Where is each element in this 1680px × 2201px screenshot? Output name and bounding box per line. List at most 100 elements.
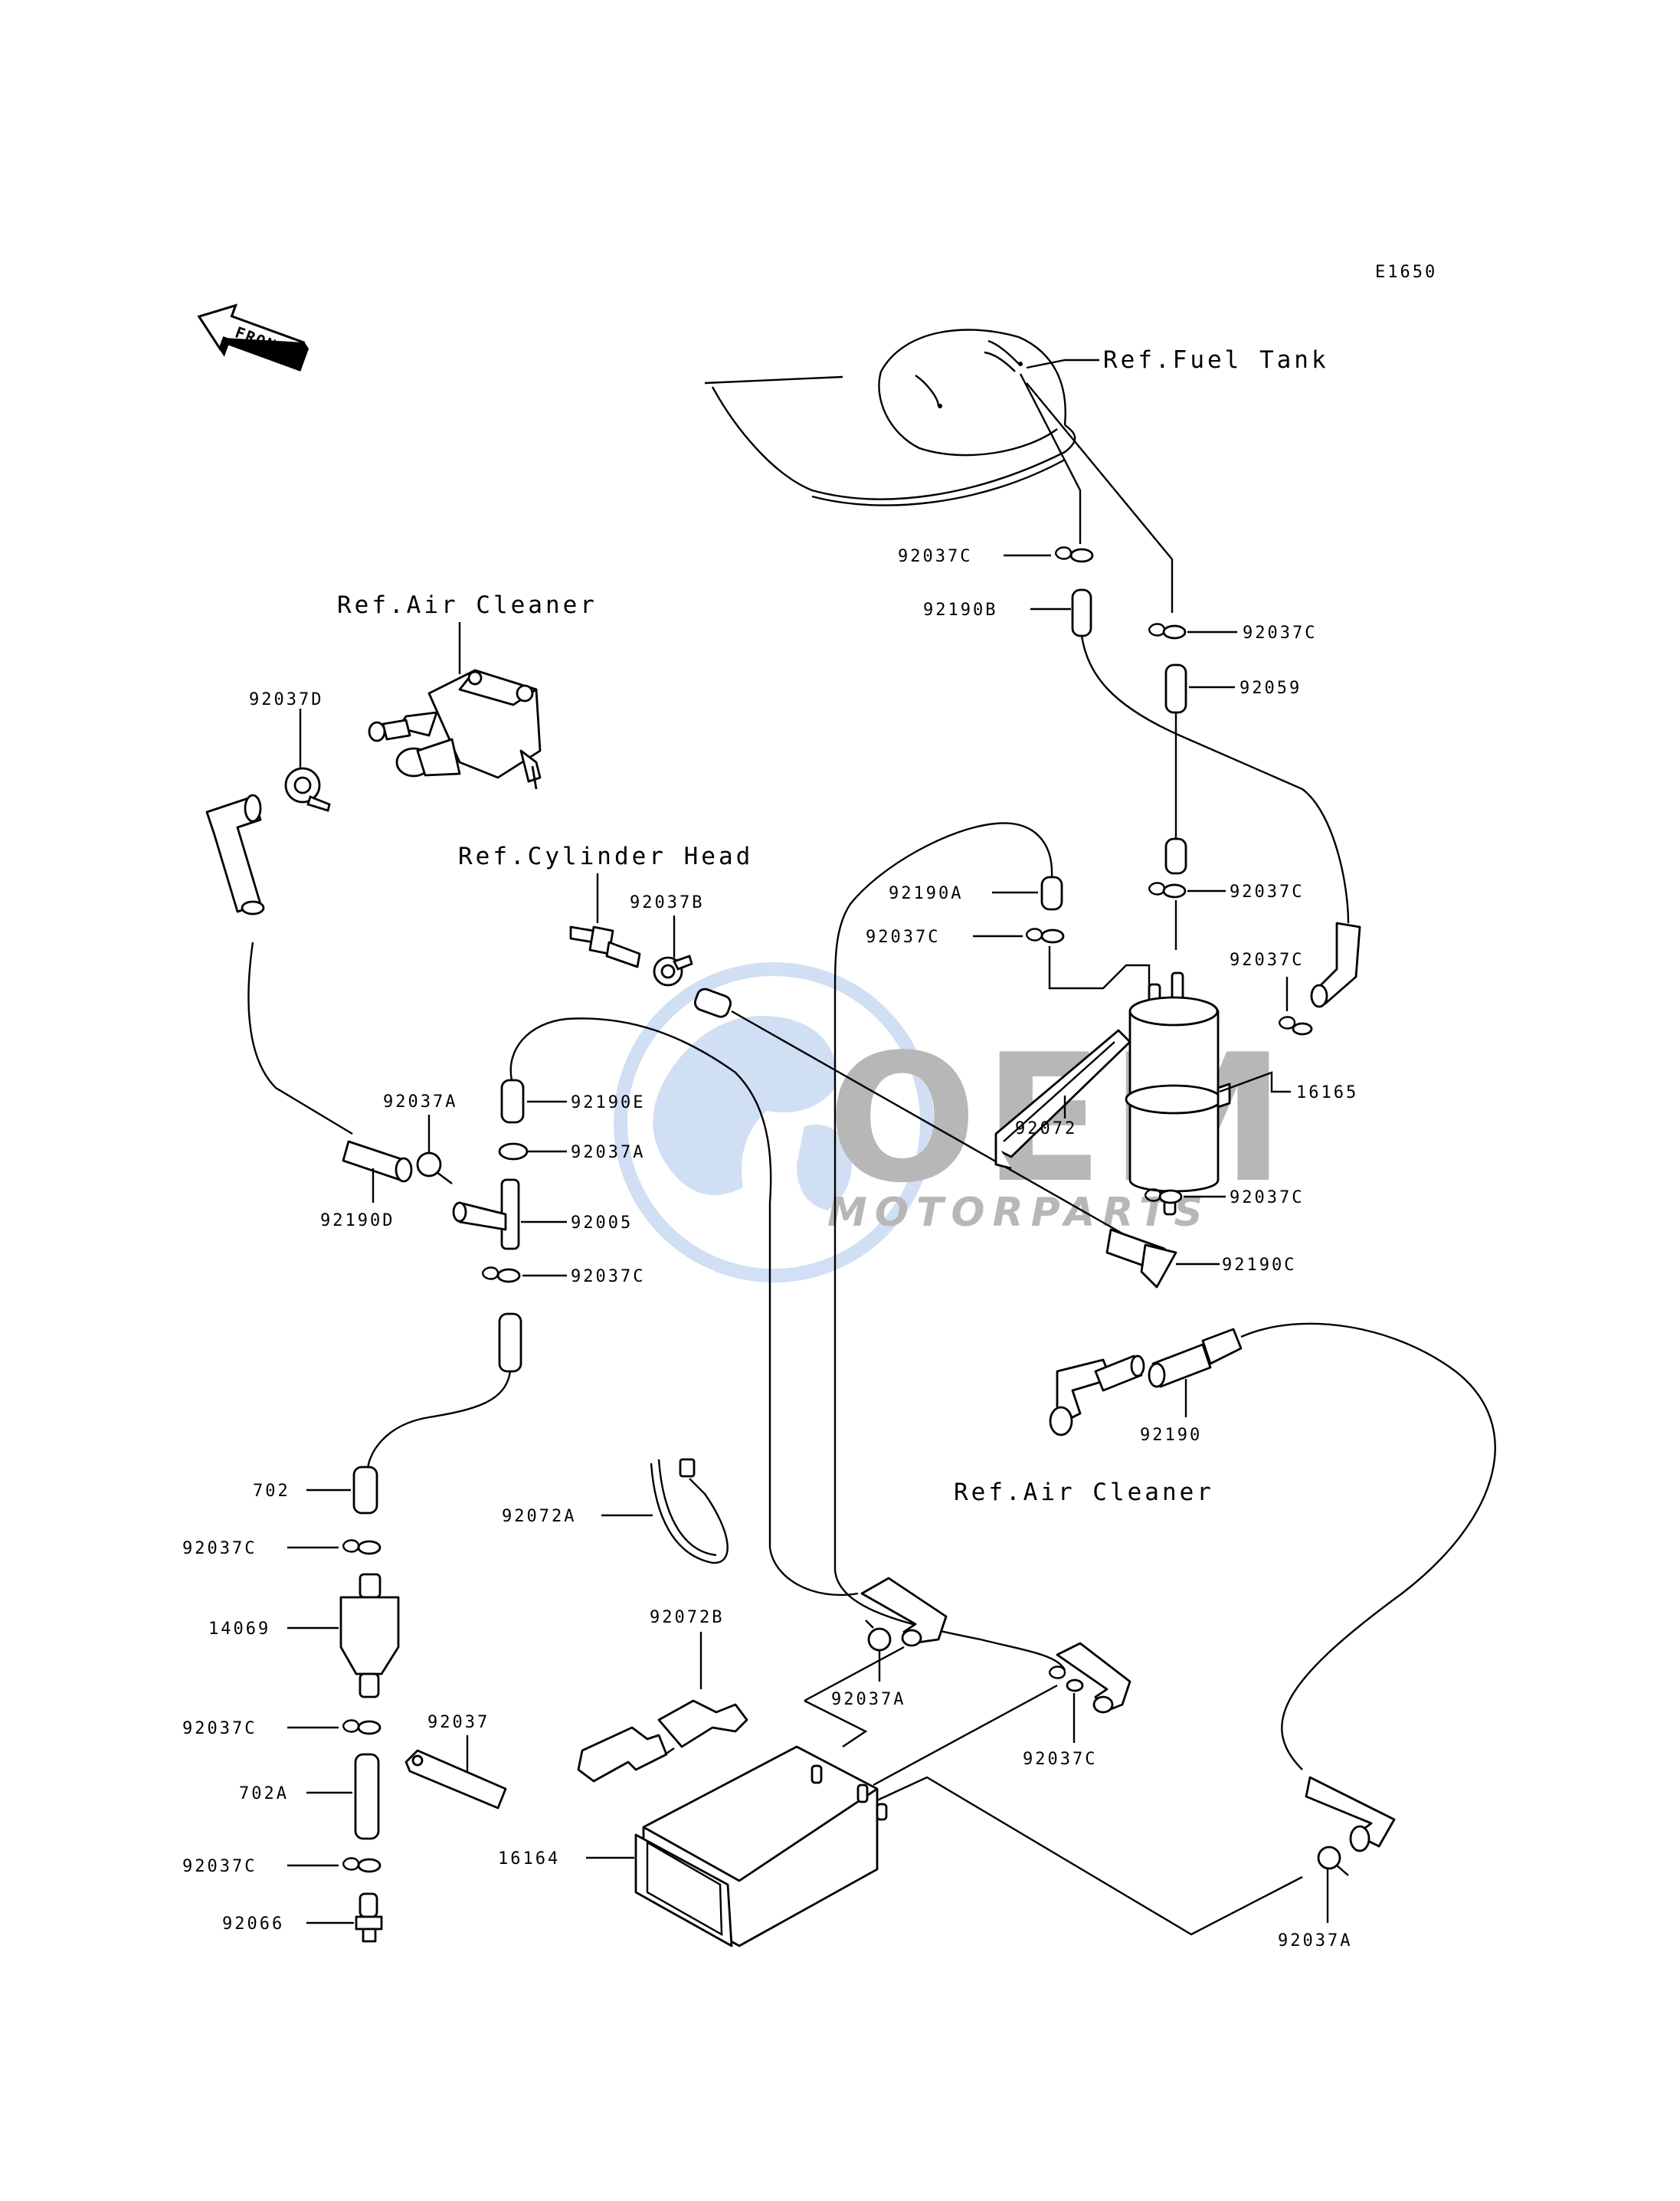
ref-air-cleaner-top: Ref.Air Cleaner xyxy=(337,591,598,619)
label-92037C-a: 92037C xyxy=(898,547,972,566)
hose-tank-right xyxy=(1026,382,1174,613)
label-92037A-a: 92037A xyxy=(383,1092,457,1112)
clamp-92037C-k xyxy=(342,1857,382,1873)
clamp-92037C-b xyxy=(1148,623,1187,640)
label-92190A: 92190A xyxy=(889,884,963,903)
clamp-92037C-g xyxy=(1144,1188,1183,1204)
clamp-92037C-d xyxy=(1148,882,1187,899)
hose-elbow-left xyxy=(205,794,265,915)
hose-elbow-mid-right xyxy=(1056,1642,1131,1714)
label-92190C: 92190C xyxy=(1222,1256,1296,1275)
label-92059: 92059 xyxy=(1240,679,1302,698)
label-92037C-g: 92037C xyxy=(1230,1188,1304,1207)
strap-92037 xyxy=(404,1749,507,1810)
label-92066: 92066 xyxy=(222,1914,284,1934)
bracket-92072 xyxy=(994,1029,1131,1170)
clamp-92037A-b xyxy=(498,1142,567,1161)
ref-fuel-tank: Ref.Fuel Tank xyxy=(1103,346,1329,374)
hose-92059-lower xyxy=(1164,837,1187,875)
label-702A: 702A xyxy=(239,1784,289,1803)
plug-92066 xyxy=(355,1892,383,1943)
hose-tank-left xyxy=(1019,373,1082,544)
hose-below-tjoint xyxy=(498,1312,522,1373)
label-92037D: 92037D xyxy=(249,690,323,709)
clamp-92037D xyxy=(284,767,331,812)
hose-92190 xyxy=(1148,1328,1243,1388)
label-14069: 14069 xyxy=(208,1620,270,1639)
bracket-92072B xyxy=(577,1699,748,1783)
hose-92190B xyxy=(1071,588,1092,637)
label-92037C-f: 92037C xyxy=(571,1267,645,1286)
air-cleaner-fitting xyxy=(1049,1354,1145,1436)
hose-92059 xyxy=(1164,663,1187,714)
ref-air-cleaner-right: Ref.Air Cleaner xyxy=(954,1479,1214,1506)
hose-small-cyl xyxy=(693,988,732,1018)
label-92037C-j: 92037C xyxy=(1023,1750,1097,1769)
label-92037C-e: 92037C xyxy=(1230,951,1304,970)
hose-elbow-right xyxy=(1310,922,1361,1008)
label-92037C-k: 92037C xyxy=(182,1857,257,1876)
hose-702 xyxy=(352,1466,378,1515)
canister-16164 xyxy=(634,1745,888,1947)
leader-fuel-tank xyxy=(1026,359,1099,369)
label-702: 702 xyxy=(253,1482,290,1501)
label-92037A-c: 92037A xyxy=(831,1690,905,1709)
label-92005: 92005 xyxy=(571,1213,633,1233)
hose-92190E-run xyxy=(509,1017,859,1597)
label-92072: 92072 xyxy=(1015,1119,1077,1138)
label-92190E: 92190E xyxy=(571,1093,645,1112)
clamp-92037C-j xyxy=(1048,1665,1084,1692)
label-92190D: 92190D xyxy=(320,1211,395,1230)
hose-elbow-mid-left xyxy=(860,1577,948,1647)
label-16165: 16165 xyxy=(1296,1083,1358,1102)
clamp-92037C-f xyxy=(481,1266,521,1283)
label-92037C-c: 92037C xyxy=(866,928,940,947)
label-92037A-b: 92037A xyxy=(571,1143,645,1162)
cylinder-head-nipple xyxy=(569,925,641,968)
hose-92190B-run xyxy=(1080,635,1350,924)
front-arrow-icon: FRONT xyxy=(197,303,309,372)
label-92037C-i: 92037C xyxy=(182,1719,257,1738)
label-92037B: 92037B xyxy=(630,893,704,912)
hose-canister-to-clamp xyxy=(873,1684,1058,1787)
hose-92190E xyxy=(500,1079,525,1124)
label-92037: 92037 xyxy=(427,1713,490,1732)
label-92072A: 92072A xyxy=(502,1507,576,1526)
label-92037C-b: 92037C xyxy=(1243,624,1317,643)
hose-elbow-bottom-right xyxy=(1305,1776,1396,1852)
filter-14069 xyxy=(339,1573,400,1698)
diagram-code: E1650 xyxy=(1375,263,1437,282)
hose-92190A xyxy=(1040,876,1063,911)
hose-left-run xyxy=(247,942,353,1135)
clamp-92037C-i xyxy=(342,1719,382,1735)
fuel-filter-16165 xyxy=(1125,971,1231,1216)
clamp-92037B xyxy=(653,955,693,987)
tjoint-92005 xyxy=(452,1178,520,1250)
label-92072B: 92072B xyxy=(650,1608,724,1627)
label-92190: 92190 xyxy=(1140,1426,1202,1445)
hose-92190A-run xyxy=(833,822,1066,1671)
clamp-92037A-d xyxy=(1317,1846,1349,1876)
label-92037C-h: 92037C xyxy=(182,1539,257,1558)
watermark-tagline: MOTORPARTS xyxy=(827,1190,1210,1236)
clamp-92037A-a xyxy=(416,1151,453,1184)
clamp-92037A-c xyxy=(865,1620,892,1652)
hose-cyl-to-filter xyxy=(731,1010,1123,1235)
label-92037C-d: 92037C xyxy=(1230,883,1304,902)
clamp-92037C-e xyxy=(1278,1016,1313,1036)
hose-canister-to-right xyxy=(876,1776,1303,1936)
clamp-92037C-a xyxy=(1054,546,1094,563)
label-92190B: 92190B xyxy=(923,601,997,620)
clamp-92037C-c xyxy=(1025,928,1065,944)
tie-92072A xyxy=(650,1458,729,1564)
label-92037A-d: 92037A xyxy=(1278,1931,1352,1950)
hose-92190C xyxy=(1105,1228,1177,1289)
hose-92190D xyxy=(342,1140,413,1183)
ref-cylinder-head: Ref.Cylinder Head xyxy=(458,843,753,870)
hose-92190-run xyxy=(1240,1322,1496,1770)
label-16164: 16164 xyxy=(498,1849,560,1869)
air-cleaner-valve xyxy=(368,669,542,790)
fuel-tank xyxy=(704,329,1076,506)
